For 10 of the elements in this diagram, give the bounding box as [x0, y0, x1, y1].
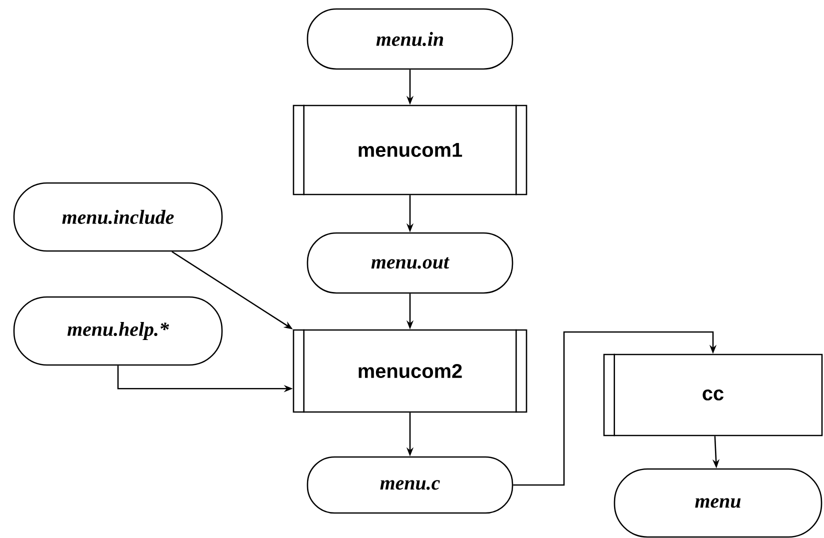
- process-box: menucom2: [292, 329, 528, 413]
- terminal-box: menu.include: [13, 182, 223, 252]
- process-box: menucom1: [292, 104, 528, 196]
- terminal-box: menu.out: [306, 232, 514, 294]
- terminal-box: menu.in: [306, 8, 514, 70]
- arrow: [513, 331, 717, 486]
- terminal-box: menu: [614, 468, 822, 538]
- terminal-box: menu.help.*: [13, 296, 223, 366]
- process-box: cc: [603, 354, 823, 436]
- terminal-box: menu.c: [306, 456, 514, 514]
